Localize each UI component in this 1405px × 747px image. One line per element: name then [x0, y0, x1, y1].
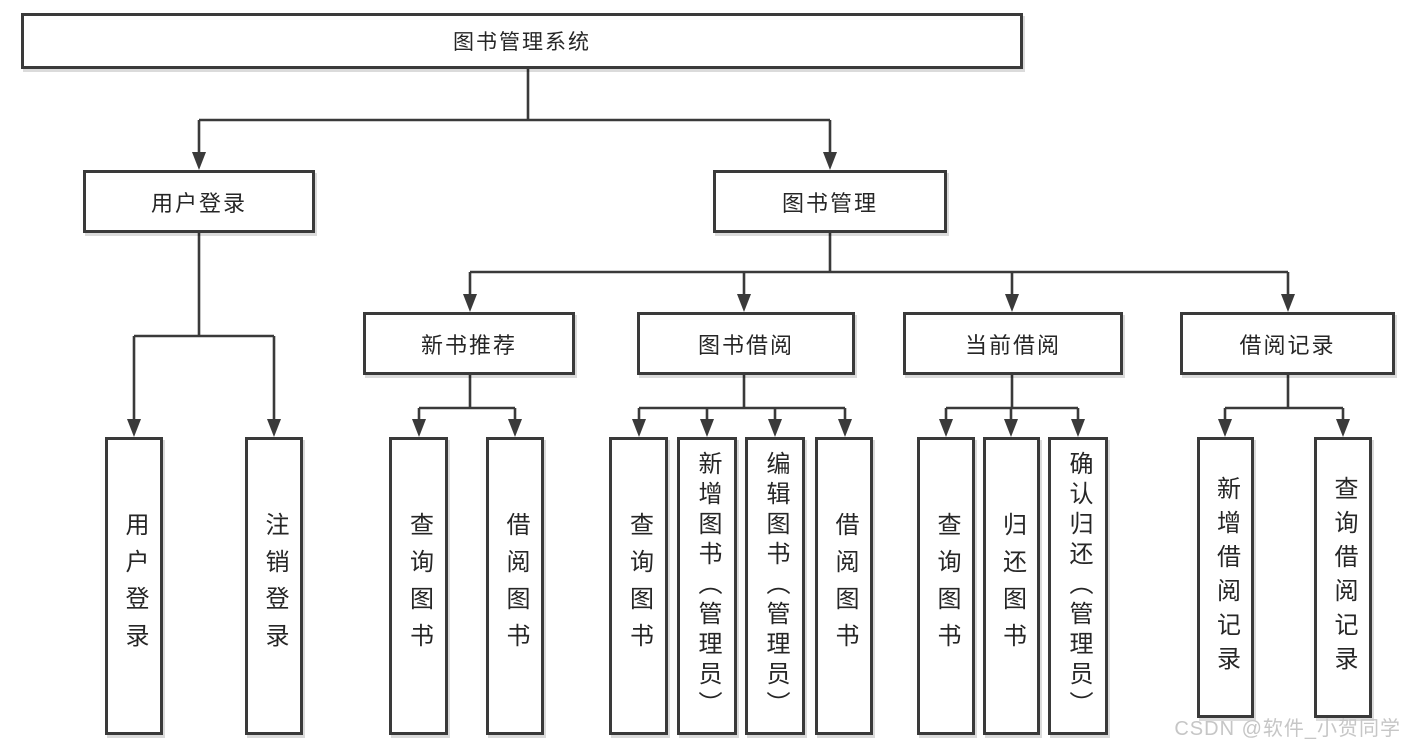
leaf-return-book: 归还图书 [983, 437, 1040, 735]
node-book-management: 图书管理 [713, 170, 947, 233]
leaf-add-book-admin-label: 新增图书（管理员） [694, 451, 721, 721]
leaf-borrow-book: 借阅图书 [815, 437, 873, 735]
arrowhead-icon [267, 419, 281, 437]
arrowhead-icon [1218, 419, 1232, 437]
arrowhead-icon [508, 419, 522, 437]
connector-bookborrow-to-leaves [637, 375, 847, 423]
arrowhead-icon [1004, 419, 1018, 437]
leaf-logout: 注销登录 [245, 437, 303, 735]
arrowhead-icon [838, 419, 852, 437]
leaf-query-book-current: 查询图书 [917, 437, 975, 735]
csdn-watermark: CSDN @软件_小贺同学 [1174, 718, 1401, 740]
connector-record-to-leaves [1223, 375, 1345, 423]
arrowhead-icon [768, 419, 782, 437]
arrowhead-icon [463, 294, 477, 312]
leaf-return-book-label: 归还图书 [998, 512, 1026, 660]
node-current-borrow: 当前借阅 [903, 312, 1123, 375]
leaf-query-borrow-record: 查询借阅记录 [1314, 437, 1372, 718]
arrowhead-icon [1071, 419, 1085, 437]
leaf-edit-book-admin-label: 编辑图书（管理员） [762, 451, 789, 721]
leaf-query-book-current-label: 查询图书 [933, 512, 960, 660]
arrowhead-icon [1336, 419, 1350, 437]
arrowhead-icon [823, 152, 837, 170]
node-user-login: 用户登录 [83, 170, 315, 233]
leaf-logout-label: 注销登录 [261, 512, 288, 660]
leaf-user-login-label: 用户登录 [121, 512, 148, 660]
arrowhead-icon [939, 419, 953, 437]
node-borrow-record: 借阅记录 [1180, 312, 1395, 375]
arrowhead-icon [412, 419, 426, 437]
leaf-query-book-recommend: 查询图书 [389, 437, 448, 735]
leaf-user-login: 用户登录 [105, 437, 163, 735]
arrowhead-icon [1005, 294, 1019, 312]
arrowheads [127, 152, 1350, 437]
leaf-borrow-book-recommend-label: 借阅图书 [502, 512, 529, 660]
connector-userlogin-to-leaves [132, 233, 276, 423]
leaf-borrow-book-label: 借阅图书 [831, 512, 858, 660]
leaf-borrow-book-recommend: 借阅图书 [486, 437, 544, 735]
arrowhead-icon [700, 419, 714, 437]
arrowhead-icon [192, 152, 206, 170]
connector-currentborrow-to-leaves [944, 375, 1080, 423]
leaf-query-book-borrow: 查询图书 [609, 437, 668, 735]
leaf-add-borrow-record-label: 新增借阅记录 [1212, 475, 1240, 680]
node-root-system: 图书管理系统 [21, 13, 1023, 69]
leaf-add-book-admin: 新增图书（管理员） [677, 437, 737, 735]
arrowhead-icon [632, 419, 646, 437]
leaf-confirm-return-admin-label: 确认归还（管理员） [1065, 451, 1092, 721]
leaf-query-borrow-record-label: 查询借阅记录 [1330, 475, 1357, 680]
connector-root-to-level2 [197, 69, 832, 156]
arrowhead-icon [127, 419, 141, 437]
arrowhead-icon [737, 294, 751, 312]
connector-newbook-to-leaves [417, 375, 517, 423]
leaf-edit-book-admin: 编辑图书（管理员） [745, 437, 805, 735]
leaf-confirm-return-admin: 确认归还（管理员） [1048, 437, 1108, 735]
node-new-book-recommend: 新书推荐 [363, 312, 575, 375]
leaf-query-book-recommend-label: 查询图书 [405, 512, 433, 660]
connector-bookmgmt-to-level3 [468, 233, 1290, 298]
leaf-add-borrow-record: 新增借阅记录 [1197, 437, 1254, 718]
leaf-query-book-borrow-label: 查询图书 [625, 512, 653, 660]
node-book-borrow: 图书借阅 [637, 312, 855, 375]
arrowhead-icon [1281, 294, 1295, 312]
